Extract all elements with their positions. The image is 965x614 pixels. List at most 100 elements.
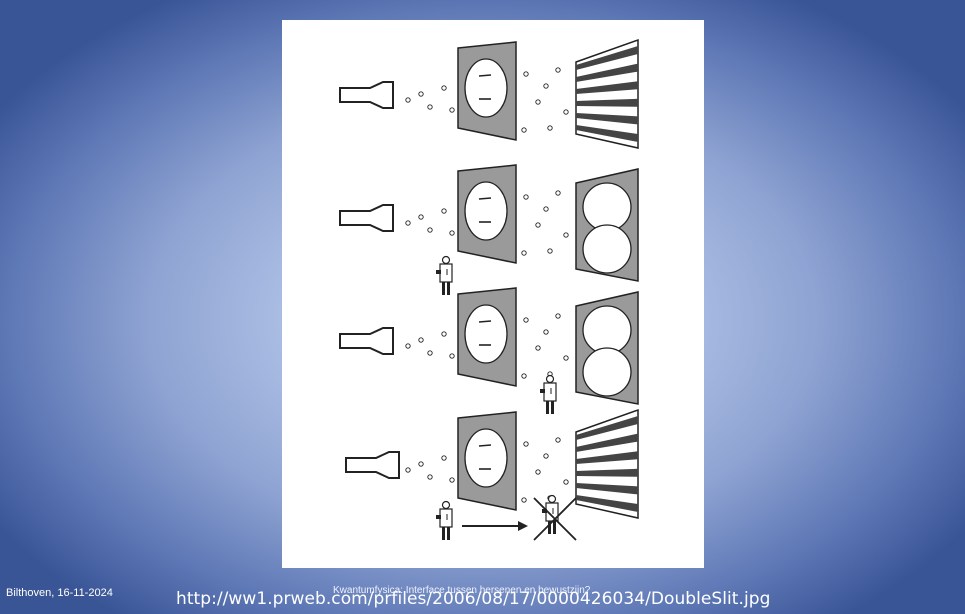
particle-dot xyxy=(563,479,569,485)
interference-fringe xyxy=(576,416,638,440)
particle-dot xyxy=(535,222,541,228)
slit-upper xyxy=(478,197,492,200)
move-arrow-head xyxy=(518,521,528,531)
particle-dot xyxy=(521,127,527,133)
interference-fringe xyxy=(576,483,638,495)
observer-notepad xyxy=(540,389,545,393)
particle-dot xyxy=(427,104,433,110)
interference-fringe xyxy=(576,63,638,82)
particle-dot xyxy=(535,469,541,475)
flashlight-icon xyxy=(339,81,394,109)
observer-leg xyxy=(548,521,551,534)
particle-blob-lower xyxy=(582,224,632,274)
observer-head xyxy=(441,255,451,265)
particle-dot xyxy=(547,248,553,254)
observer-leg xyxy=(442,282,445,295)
source-url[interactable]: http://ww1.prweb.com/prfiles/2006/08/17/… xyxy=(176,589,771,609)
observer-notepad xyxy=(436,515,441,519)
flashlight-icon xyxy=(339,327,394,355)
particle-dot xyxy=(405,97,411,103)
particle-dot xyxy=(555,313,561,319)
particle-dot xyxy=(521,373,527,379)
particle-dot xyxy=(441,455,447,461)
particle-dot xyxy=(523,441,529,447)
observer-leg xyxy=(442,527,445,540)
particle-dot xyxy=(405,220,411,226)
footer-date: Bilthoven, 16-11-2024 xyxy=(6,587,113,599)
particle-dot xyxy=(405,467,411,473)
particle-dot xyxy=(449,353,455,359)
footer-title: Kwantumfysica: Interface tussen hersenen… xyxy=(333,585,591,596)
particle-dot xyxy=(405,343,411,349)
particle-blob-lower xyxy=(582,347,632,397)
observer-head xyxy=(547,494,557,504)
particle-dot xyxy=(543,453,549,459)
particle-blob-upper xyxy=(582,305,632,355)
observer-coat xyxy=(439,508,453,528)
particle-dot xyxy=(523,71,529,77)
experiment-row xyxy=(339,287,639,414)
interference-fringe xyxy=(576,495,638,512)
slit-window xyxy=(464,304,508,364)
particle-dot xyxy=(523,194,529,200)
flashlight-icon xyxy=(339,204,394,232)
slit-upper xyxy=(478,444,492,447)
observer-coat xyxy=(543,382,557,402)
experiment-row xyxy=(339,164,639,295)
slit-window xyxy=(464,58,508,118)
observer-head xyxy=(545,374,555,384)
interference-fringe xyxy=(576,46,638,70)
particle-dot xyxy=(523,317,529,323)
particle-dot xyxy=(555,190,561,196)
interference-fringe xyxy=(576,113,638,125)
particle-dot xyxy=(555,67,561,73)
particle-dot xyxy=(535,345,541,351)
particle-dot xyxy=(521,497,527,503)
slit-upper xyxy=(478,74,492,77)
slit-window xyxy=(464,428,508,488)
particle-dot xyxy=(418,461,424,467)
experiment-row xyxy=(345,408,639,541)
particle-dot xyxy=(543,206,549,212)
particle-dot xyxy=(563,355,569,361)
particle-dot xyxy=(418,337,424,343)
cross-out-line xyxy=(533,497,577,541)
observer-icon xyxy=(436,255,453,295)
experiment-row xyxy=(339,38,639,149)
observer-icon xyxy=(542,494,559,534)
particle-dot xyxy=(427,227,433,233)
interference-fringe xyxy=(576,433,638,452)
slit-window xyxy=(464,181,508,241)
observer-leg xyxy=(551,401,554,414)
particle-dot xyxy=(543,329,549,335)
interference-fringe xyxy=(576,468,638,477)
observer-icon xyxy=(436,500,453,540)
interference-fringe xyxy=(576,81,638,94)
particle-dot xyxy=(418,91,424,97)
flashlight-icon xyxy=(345,451,400,479)
observer-head xyxy=(441,500,451,510)
observer-icon xyxy=(540,374,557,414)
observer-leg xyxy=(447,527,450,540)
interference-fringe xyxy=(576,125,638,142)
observer-coat xyxy=(439,263,453,283)
particle-dot xyxy=(427,350,433,356)
observer-leg xyxy=(546,401,549,414)
particle-dot xyxy=(543,83,549,89)
interference-fringe xyxy=(576,451,638,464)
particle-dot xyxy=(563,109,569,115)
particle-dot xyxy=(521,250,527,256)
slit-upper xyxy=(478,320,492,323)
particle-dot xyxy=(441,85,447,91)
interference-fringe xyxy=(576,98,638,107)
particle-dot xyxy=(555,437,561,443)
observer-notepad xyxy=(436,270,441,274)
particle-blob-upper xyxy=(582,182,632,232)
particle-dot xyxy=(441,331,447,337)
particle-dot xyxy=(449,477,455,483)
double-slit-figure xyxy=(282,20,704,568)
observer-leg xyxy=(447,282,450,295)
particle-dot xyxy=(547,125,553,131)
particle-dot xyxy=(449,230,455,236)
double-slit-diagram xyxy=(339,38,639,541)
